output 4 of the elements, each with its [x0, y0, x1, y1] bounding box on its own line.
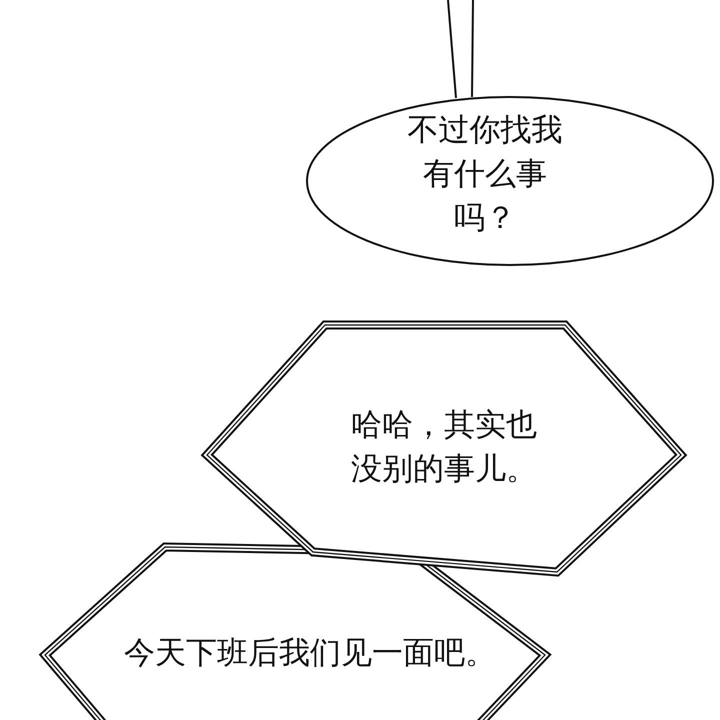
speech-text: 不过你找我有什么事吗？	[406, 111, 564, 238]
speech-text: 哈哈，其实也没别的事儿。	[350, 406, 538, 489]
speech-bubble	[305, 0, 717, 268]
speech-text: 今天下班后我们见一面吧。	[123, 634, 497, 673]
